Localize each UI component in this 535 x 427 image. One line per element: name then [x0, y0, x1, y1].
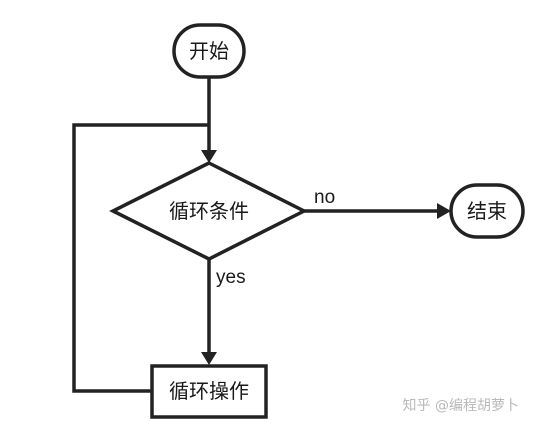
arrowhead-end: [437, 203, 451, 219]
operation-node: 循环操作: [150, 364, 268, 419]
edge-loop-back: [72, 123, 209, 393]
no-label: no: [314, 187, 335, 208]
yes-label: yes: [216, 267, 246, 288]
end-node: 结束: [449, 183, 525, 239]
condition-node: 循环条件: [109, 161, 308, 261]
condition-label: 循环条件: [169, 199, 249, 223]
end-label: 结束: [467, 199, 507, 223]
operation-label: 循环操作: [169, 379, 249, 403]
arrowhead-operation: [201, 352, 217, 365]
edges: [72, 78, 451, 393]
arrowhead-condition-top: [201, 150, 217, 163]
watermark: 知乎 @编程胡萝卜: [403, 397, 519, 414]
start-node: 开始: [172, 23, 246, 79]
start-label: 开始: [189, 39, 229, 63]
